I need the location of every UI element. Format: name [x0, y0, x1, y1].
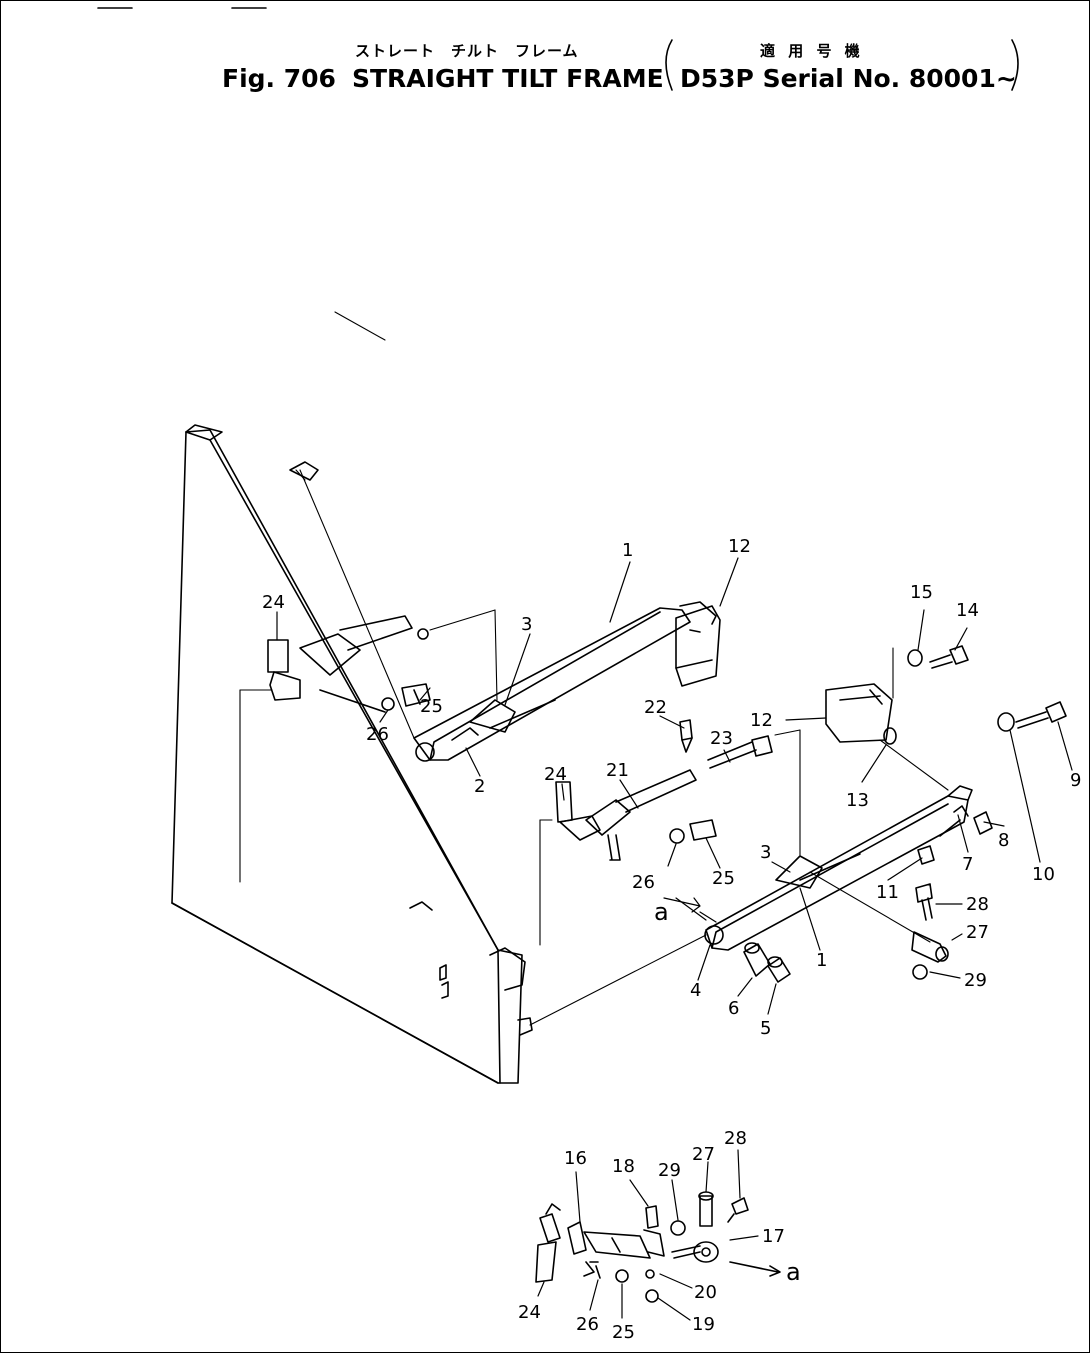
- detail-a-drawing: [535, 1191, 781, 1303]
- label-part-15: 15: [910, 582, 933, 603]
- label-part-24: 24: [262, 592, 285, 613]
- label-part-1: 1: [622, 540, 633, 561]
- label-part-25c: 25: [612, 1322, 635, 1343]
- label-part-19: 19: [692, 1314, 715, 1335]
- label-part-1b: 1: [816, 950, 827, 971]
- label-part-9: 9: [1070, 770, 1081, 791]
- label-part-29: 29: [964, 970, 987, 991]
- label-part-21: 21: [606, 760, 629, 781]
- label-part-7: 7: [962, 854, 973, 875]
- label-part-23: 23: [710, 728, 733, 749]
- arrow-a: [663, 897, 701, 913]
- label-part-29b: 29: [658, 1160, 681, 1181]
- right-bracket-drawing: [743, 645, 1067, 983]
- label-part-24c: 24: [518, 1302, 541, 1323]
- left-brace-drawing: [267, 615, 431, 713]
- right-tilt-frame-drawing: [704, 785, 973, 951]
- label-part-4: 4: [690, 980, 701, 1001]
- label-part-24b: 24: [544, 764, 567, 785]
- label-part-28b: 28: [724, 1128, 747, 1149]
- label-part-11: 11: [876, 882, 899, 903]
- label-part-26: 26: [366, 724, 389, 745]
- applicability-serial: D53P Serial No. 80001~: [680, 64, 1017, 93]
- blade-drawing: [171, 424, 533, 1084]
- label-part-14: 14: [956, 600, 979, 621]
- label-part-22: 22: [644, 697, 667, 718]
- left-tilt-frame-drawing: [413, 601, 721, 762]
- label-part-20: 20: [694, 1282, 717, 1303]
- label-part-18: 18: [612, 1156, 635, 1177]
- label-part-13: 13: [846, 790, 869, 811]
- left-paren-shape: [665, 39, 673, 91]
- title-japanese: ストレート チルト フレーム: [355, 42, 579, 60]
- figure-title: STRAIGHT TILT FRAME: [352, 64, 664, 93]
- assembly-guide-lines: [239, 311, 949, 1026]
- label-part-6: 6: [728, 998, 739, 1019]
- label-part-8: 8: [998, 830, 1009, 851]
- label-part-17: 17: [762, 1226, 785, 1247]
- part-labels: 1 12 24 3 25 26 2 22 23 21 24 3 26 25 a …: [262, 536, 1081, 1343]
- label-ref-a-detail: a: [786, 1258, 801, 1286]
- label-part-26c: 26: [576, 1314, 599, 1335]
- label-part-2: 2: [474, 776, 485, 797]
- label-part-3b: 3: [760, 842, 771, 863]
- label-part-26b: 26: [632, 872, 655, 893]
- label-part-27: 27: [966, 922, 989, 943]
- right-paren-shape: [1011, 39, 1019, 91]
- label-ref-a: a: [654, 898, 669, 926]
- leader-lines: [276, 557, 1073, 1321]
- label-part-25b: 25: [712, 868, 735, 889]
- label-part-5: 5: [760, 1018, 771, 1039]
- label-part-27b: 27: [692, 1144, 715, 1165]
- label-part-10: 10: [1032, 864, 1055, 885]
- label-part-3: 3: [521, 614, 532, 635]
- label-part-28: 28: [966, 894, 989, 915]
- label-part-16: 16: [564, 1148, 587, 1169]
- center-brace-drawing: [555, 719, 773, 861]
- applicability-japanese: 適 用 号 機: [760, 42, 864, 60]
- figure-number: Fig. 706: [222, 64, 336, 93]
- label-part-12b: 12: [750, 710, 773, 731]
- label-part-25: 25: [420, 696, 443, 717]
- label-part-12: 12: [728, 536, 751, 557]
